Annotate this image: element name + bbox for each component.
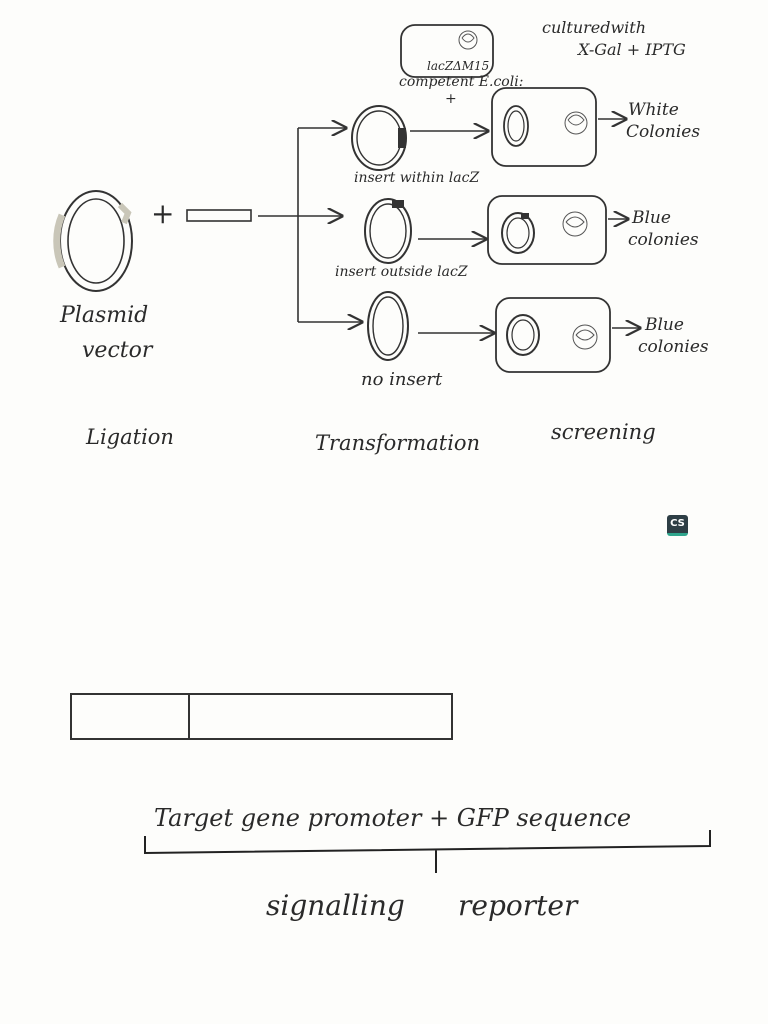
competent-plus-sign: +: [445, 91, 457, 107]
cultured-with-label: culturedwith: [542, 18, 647, 37]
no-insert-label: no insert: [361, 369, 443, 390]
stage-ligation: Ligation: [86, 425, 174, 449]
branch-arrows: [258, 128, 362, 322]
reporter-label: reporter: [458, 889, 578, 922]
plasmid-insert-within: [351, 105, 407, 171]
white-colonies-label: Colonies: [626, 122, 701, 142]
stage-transformation: Transformation: [315, 431, 481, 455]
ligation-plus-sign: +: [151, 197, 175, 230]
camscanner-badge: CS: [667, 515, 688, 536]
insert-within-label: insert within lacZ: [354, 170, 480, 186]
plasmid-label: Plasmid: [60, 303, 149, 328]
insert-dna-fragment: [186, 209, 252, 222]
competent-ecoli-cell: [400, 24, 494, 78]
strain-label: lacZΔM15: [427, 59, 490, 73]
promoter-gfp-divider: [188, 695, 190, 738]
construct-label: Target gene promoter + GFP sequence: [154, 804, 632, 832]
blue-colonies-label-2: colonies: [638, 337, 709, 357]
cell-insert-within: [491, 87, 597, 167]
result-arrows: [598, 119, 640, 328]
plasmid-vector-icon: [53, 190, 133, 292]
insert-outside-label: insert outside lacZ: [335, 264, 468, 280]
cell-no-insert: [495, 297, 611, 373]
competent-ecoli-label: competent E.coli:: [399, 74, 524, 90]
reporter-construct-box: [70, 693, 453, 740]
signalling-label: signalling: [266, 889, 405, 922]
plasmid-no-insert: [367, 291, 409, 361]
stage-screening: screening: [551, 420, 656, 444]
blue-colonies-label-1: colonies: [628, 230, 699, 250]
reporter-bracket: [144, 830, 711, 873]
plasmid-insert-outside: [364, 198, 412, 264]
vector-label: vector: [82, 338, 153, 363]
blue-label-2: Blue: [645, 315, 684, 335]
xgal-iptg-label: X-Gal + IPTG: [578, 40, 686, 59]
cell-insert-outside: [487, 195, 607, 265]
white-label: White: [628, 100, 679, 120]
transform-arrows: [410, 131, 494, 333]
blue-label-1: Blue: [632, 208, 671, 228]
